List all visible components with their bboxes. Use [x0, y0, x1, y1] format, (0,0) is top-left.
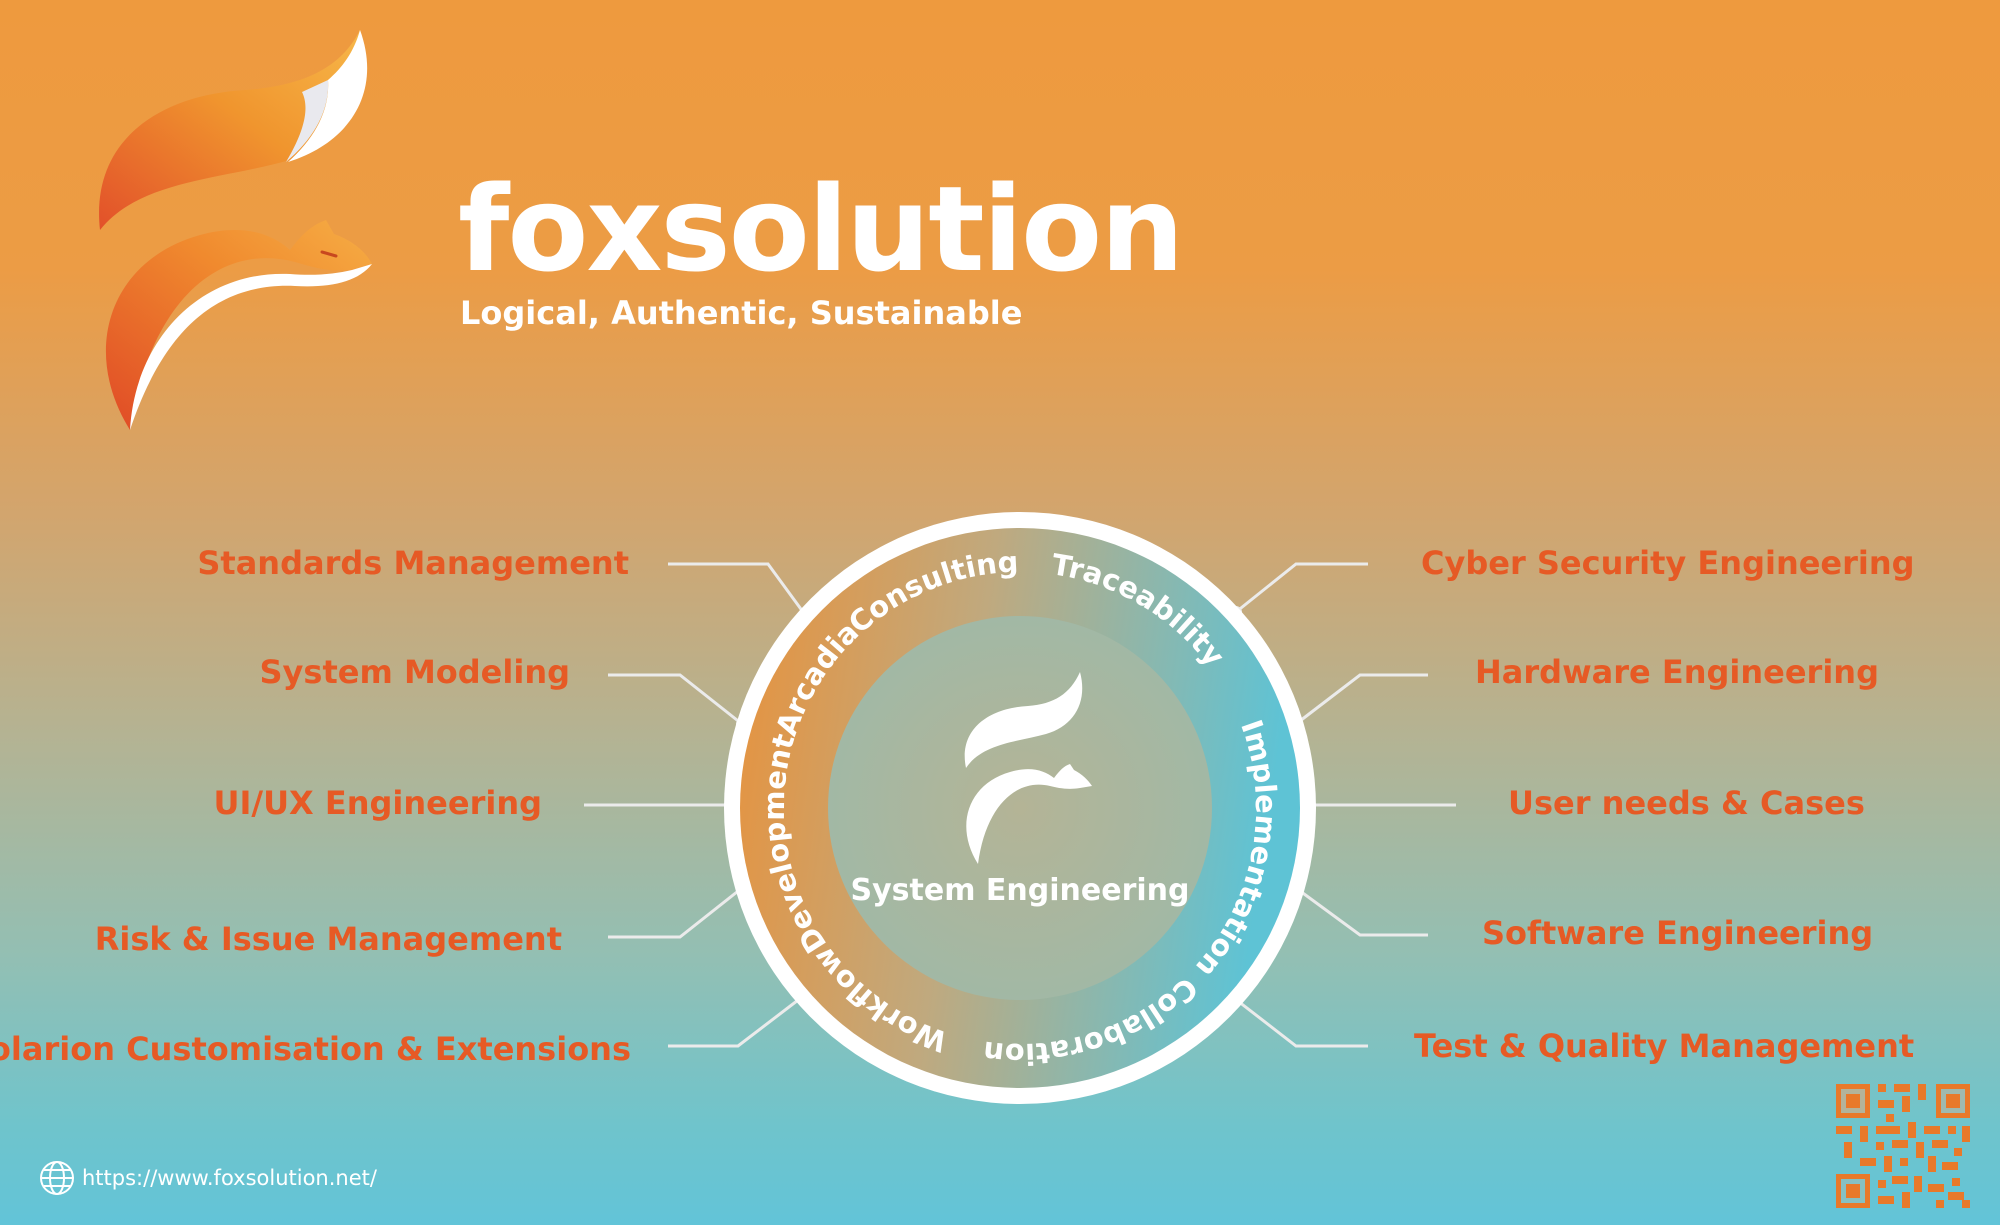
qr-code-icon [1836, 1084, 1970, 1208]
brand-tagline: Logical, Authentic, Sustainable [460, 294, 1023, 332]
service-test-quality-management: Test & Quality Management [1414, 1027, 1915, 1065]
service-ui-ux-engineering: UI/UX Engineering [213, 784, 542, 822]
service-software-engineering: Software Engineering [1482, 914, 1874, 952]
globe-icon [40, 1161, 74, 1195]
service-cyber-security-engineering: Cyber Security Engineering [1421, 544, 1915, 582]
service-hardware-engineering: Hardware Engineering [1475, 653, 1879, 691]
website-link[interactable]: https://www.foxsolution.net/ [38, 1158, 377, 1198]
brand-name: foxsolution [458, 160, 1184, 298]
service-polarion-customisation: Polarion Customisation & Extensions [0, 1030, 631, 1068]
service-user-needs-cases: User needs & Cases [1508, 784, 1865, 822]
service-risk-issue-management: Risk & Issue Management [94, 920, 562, 958]
service-standards-management: Standards Management [197, 544, 629, 582]
connector-lines [584, 562, 1456, 1048]
service-system-modeling: System Modeling [259, 653, 571, 691]
center-label: System Engineering [851, 873, 1190, 908]
center-fox-logo-icon [964, 672, 1092, 864]
inner-circle [828, 616, 1212, 1000]
website-url: https://www.foxsolution.net/ [82, 1166, 377, 1190]
fox-logo-icon [99, 30, 373, 430]
